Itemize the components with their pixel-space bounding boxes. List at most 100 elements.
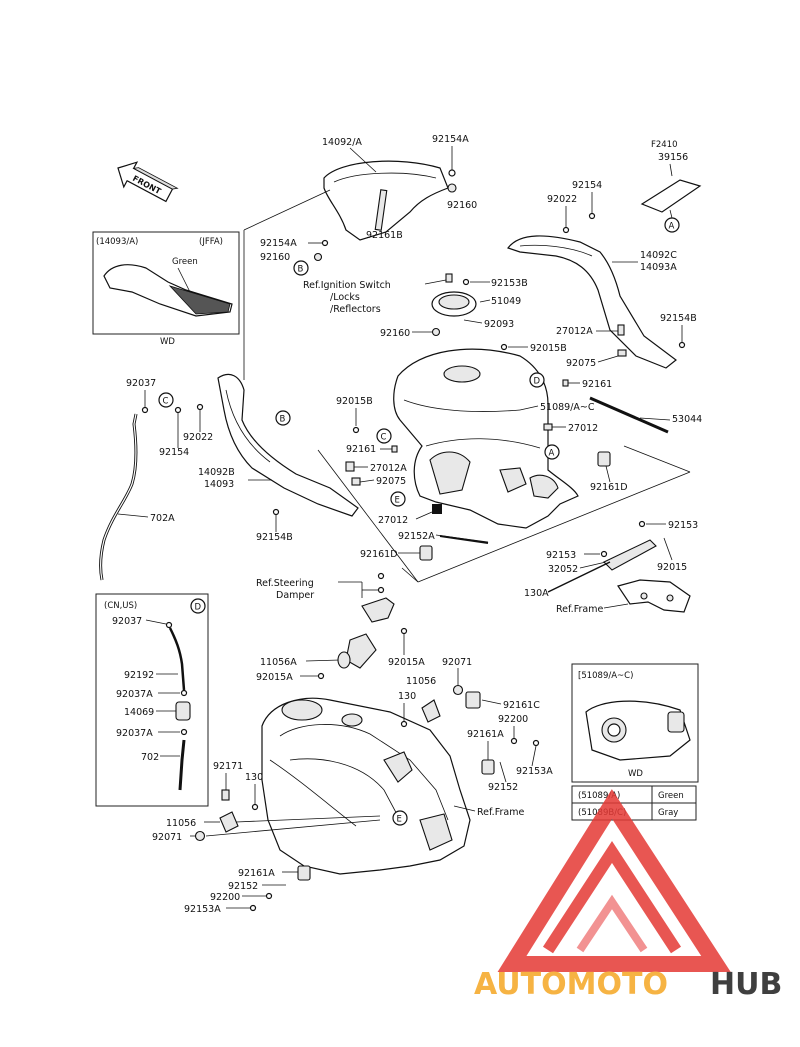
label-92075-l: 92075 — [376, 476, 406, 487]
label-92022-tr: 92022 — [547, 194, 577, 205]
fuel-cap-51049 — [431, 291, 477, 317]
label-92171: 92171 — [213, 761, 243, 772]
svg-text:E: E — [397, 815, 402, 825]
label-92015A-a: 92015A — [256, 672, 293, 683]
label-92037-box: 92037 — [112, 616, 142, 627]
inset-right-footer: WD — [628, 769, 643, 779]
label-92153A-l: 92153A — [184, 904, 221, 915]
label-27012A-r: 27012A — [556, 326, 593, 337]
label-92160-left: 92160 — [260, 252, 290, 263]
svg-text:E: E — [395, 496, 400, 506]
inset-left-title: (14093/A) — [96, 237, 138, 247]
label-92153A-r: 92153A — [516, 766, 553, 777]
bushing-11056-r — [421, 699, 441, 723]
label-92015B-l: 92015B — [336, 396, 373, 407]
callout-b-2: B — [275, 410, 291, 426]
label-11056-r: 11056 — [406, 676, 436, 687]
label-27012-l: 27012 — [378, 515, 408, 526]
label-27012-r: 27012 — [568, 423, 598, 434]
label-53044: 53044 — [672, 414, 702, 425]
label-92160-mid: 92160 — [380, 328, 410, 339]
label-92161C: 92161C — [503, 700, 540, 711]
label-92037A-1: 92037A — [116, 689, 153, 700]
frame-bracket-ref — [617, 579, 691, 613]
center-cover — [323, 160, 449, 241]
svg-text:B: B — [280, 415, 286, 425]
label-14092C: 14092C — [640, 250, 677, 261]
inset-left-cowl — [103, 264, 233, 317]
label-92152A: 92152A — [398, 531, 435, 542]
filter-14069 — [175, 701, 191, 721]
callout-d-2: D — [190, 598, 206, 614]
label-702A: 702A — [150, 513, 175, 524]
inset-box-left — [92, 231, 240, 335]
label-92071-l: 92071 — [152, 832, 182, 843]
color-table-row1-color: Green — [658, 791, 684, 801]
label-92161-r: 92161 — [582, 379, 612, 390]
inset-left-footer: WD — [160, 337, 175, 347]
watermark-text-hub: HUB — [710, 967, 782, 1002]
bolt-92154A-top — [448, 169, 456, 177]
label-14093: 14093 — [204, 479, 234, 490]
label-92154-tr: 92154 — [572, 180, 602, 191]
callout-a-1: A — [664, 217, 680, 233]
label-92037-top: 92037 — [126, 378, 156, 389]
label-92075-r: 92075 — [566, 358, 596, 369]
hose-702 — [178, 739, 186, 791]
label-92200-l: 92200 — [210, 892, 240, 903]
label-92153B: 92153B — [491, 278, 528, 289]
inset-cnus-title: (CN,US) — [104, 601, 137, 611]
inset-right-title: [51089/A~C) — [578, 671, 633, 681]
label-32052: 32052 — [548, 564, 578, 575]
grommet-92161A-l — [297, 865, 311, 881]
fuel-tank — [393, 348, 579, 529]
label-92154B-r: 92154B — [660, 313, 697, 324]
label-92015-r: 92015 — [657, 562, 687, 573]
label-92161B: 92161B — [366, 230, 403, 241]
grommet-92161D-l — [419, 545, 433, 561]
left-side-cover — [217, 373, 359, 517]
watermark-logo: AUTOMOTO HUB — [474, 789, 782, 1002]
label-ref-ignition: Ref.Ignition Switch — [303, 280, 391, 291]
label-130A: 130A — [524, 588, 549, 599]
label-92015B-r: 92015B — [530, 343, 567, 354]
callout-b-1: B — [293, 260, 309, 276]
grommet-92161A-r — [481, 759, 495, 775]
callout-a-2: A — [544, 444, 560, 460]
label-92200-r: 92200 — [498, 714, 528, 725]
label-F2410: F2410 — [651, 140, 678, 150]
label-92037A-2: 92037A — [116, 728, 153, 739]
grommet-92161D-r — [597, 451, 611, 467]
right-side-cover — [507, 235, 677, 369]
label-92161A-r: 92161A — [467, 729, 504, 740]
label-92093: 92093 — [484, 319, 514, 330]
label-92022-l: 92022 — [183, 432, 213, 443]
watermark-text-auto: AUTOMOTO — [474, 967, 668, 1002]
frame — [261, 633, 471, 875]
callout-c-2: C — [158, 392, 174, 408]
color-table-row1-part: (51089/A) — [578, 791, 620, 801]
bushing-11056-l — [219, 811, 239, 833]
label-92154B-l: 92154B — [256, 532, 293, 543]
pad-39156 — [640, 179, 702, 213]
label-51089: 51089/A~C — [540, 402, 595, 413]
label-130-l: 130 — [245, 772, 263, 783]
label-92154A-top: 92154A — [432, 134, 469, 145]
color-table: (51089/A) Green (51089B/C) Gray — [571, 785, 697, 821]
label-reflectors: /Reflectors — [330, 304, 381, 315]
label-92154-l: 92154 — [159, 447, 189, 458]
inset-box-right — [571, 663, 699, 783]
svg-text:D: D — [195, 603, 202, 613]
label-92161-l: 92161 — [346, 444, 376, 455]
label-14093A: 14093A — [640, 262, 677, 273]
inset-box-cnus — [95, 593, 209, 807]
label-92161A-l: 92161A — [238, 868, 275, 879]
callout-c-1: C — [376, 428, 392, 444]
callout-d-1: D — [529, 372, 545, 388]
label-14069: 14069 — [124, 707, 154, 718]
label-14092A: 14092/A — [322, 137, 362, 148]
label-92160-top: 92160 — [447, 200, 477, 211]
label-damper: Damper — [276, 590, 314, 601]
svg-text:A: A — [669, 222, 675, 232]
label-130-r: 130 — [398, 691, 416, 702]
